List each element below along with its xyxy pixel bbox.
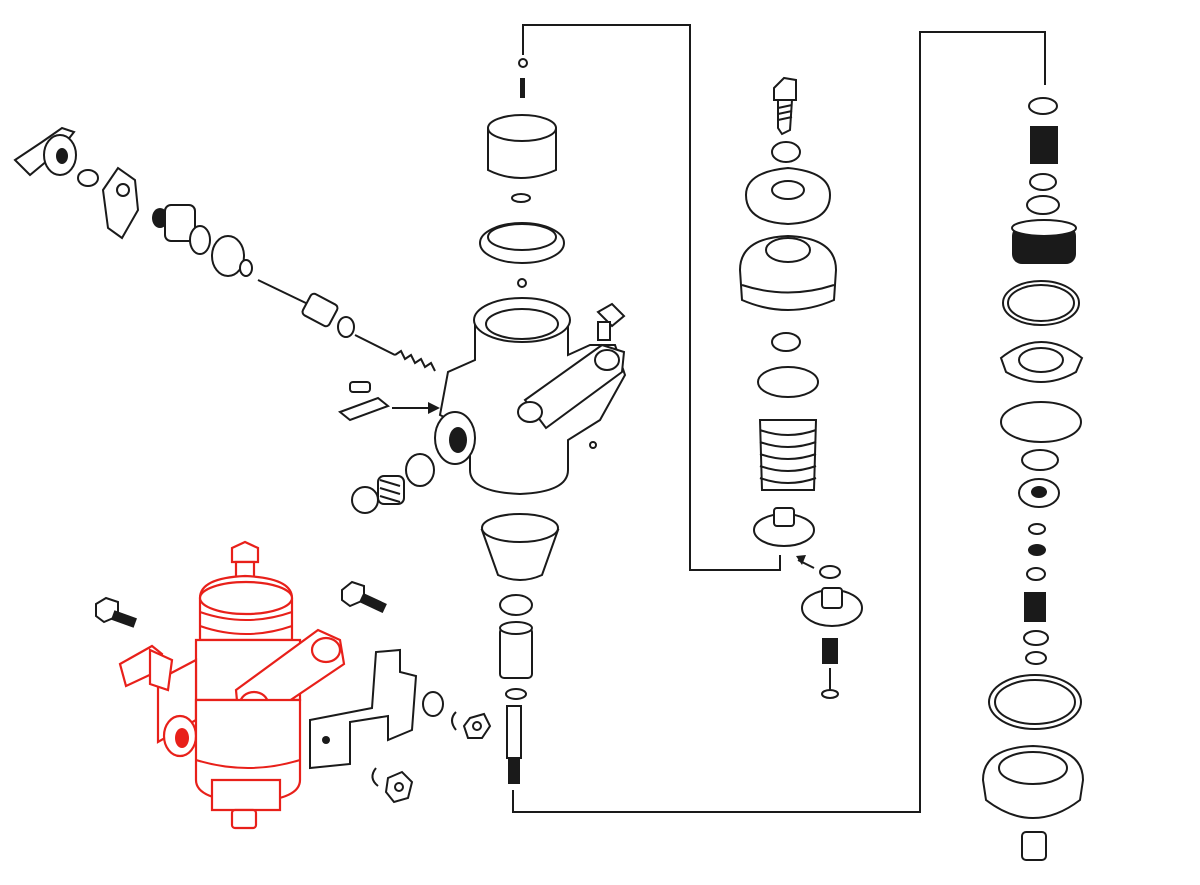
left-diagonal-parts <box>13 126 440 514</box>
assembled-valve-red <box>118 540 346 830</box>
right-stack <box>981 97 1085 861</box>
connector-lines <box>512 24 1046 813</box>
middle-stack <box>738 76 863 699</box>
mounting-hardware <box>95 580 492 804</box>
center-stack <box>434 58 627 784</box>
